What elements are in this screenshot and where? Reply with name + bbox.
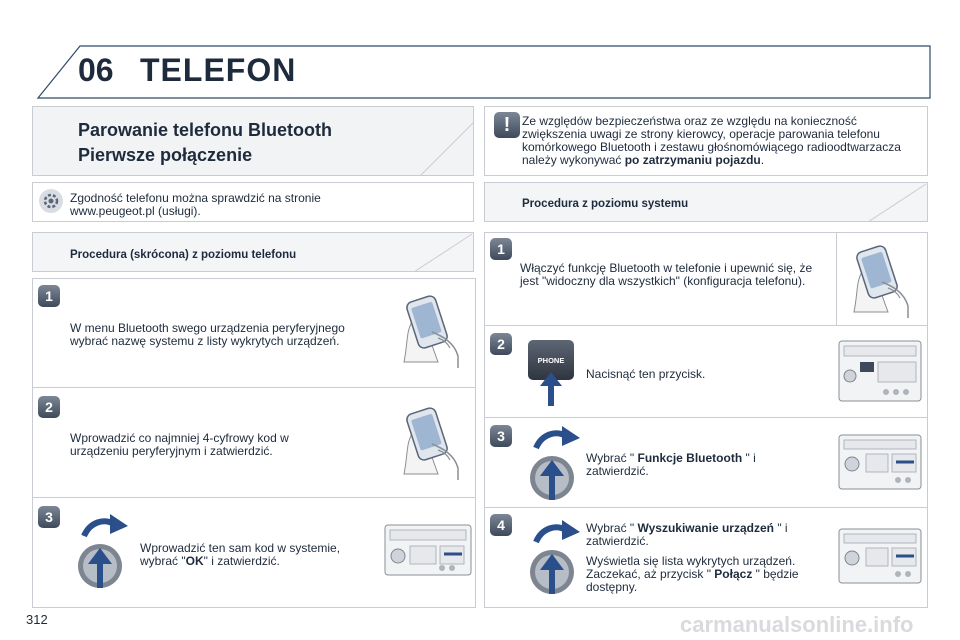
rotary-knob-icon	[530, 426, 580, 500]
right-step-3	[484, 418, 928, 508]
left-step-1-badge: 1	[38, 285, 60, 307]
left-step-3-text: Wprowadzić ten sam kod w systemie, wybra…	[140, 541, 341, 568]
page-number: 312	[26, 612, 48, 627]
right-step-2	[484, 326, 928, 418]
right-step-1	[484, 232, 928, 326]
right-step-4-text: Wybrać " Wyszukiwanie urządzeń " i zatwi…	[586, 521, 788, 548]
info-panel	[32, 182, 474, 222]
right-header-corner-line	[868, 183, 927, 222]
left-header-corner-line	[414, 233, 473, 272]
right-step-4-badge: 4	[490, 514, 512, 536]
phone-button-label: PHONE	[537, 356, 565, 365]
right-step-4-text2: Wyświetla się lista wykrytych urządzeń. …	[586, 554, 799, 594]
radio-panel-icon	[838, 340, 922, 402]
right-procedure-title: Procedura z poziomu systemu	[522, 198, 689, 210]
watermark: carmanualsonline.info	[680, 612, 914, 637]
left-step-1-text: W menu Bluetooth swego urządzenia peryfe…	[70, 321, 345, 348]
rotary-knob-icon	[78, 514, 128, 588]
up-arrow-icon	[540, 372, 562, 406]
hand-phone-icon	[853, 245, 909, 318]
chapter-number: 06	[78, 52, 114, 88]
left-step-2-text: Wprowadzić co najmniej 4-cyfrowy kod w u…	[70, 431, 289, 458]
right-step-1-text: Włączyć funkcję Bluetooth w telefonie i …	[520, 261, 813, 288]
pairing-title-panel	[32, 106, 474, 176]
right-step-2-text: Nacisnąć ten przycisk.	[586, 367, 706, 381]
title-corner-line	[420, 121, 475, 176]
exclamation-icon: !	[494, 112, 520, 138]
radio-panel-icon	[838, 434, 922, 490]
left-step-3-badge: 3	[38, 506, 60, 528]
right-step-3-badge: 3	[490, 425, 512, 447]
left-step-2	[32, 388, 476, 498]
right-step-2-badge: 2	[490, 333, 512, 355]
right-procedure-header	[484, 182, 928, 222]
left-step-2-badge: 2	[38, 396, 60, 418]
page-title: TELEFON	[140, 52, 297, 88]
pairing-title-line1: Parowanie telefonu Bluetooth	[78, 120, 333, 140]
right-step-3-text: Wybrać " Funkcje Bluetooth " i zatwierdz…	[586, 451, 756, 478]
warning-panel	[484, 106, 928, 176]
warning-text: Ze względów bezpieczeństwa oraz ze wzglę…	[522, 114, 901, 167]
hand-phone-icon	[403, 407, 459, 480]
right-image-divider	[836, 232, 837, 326]
info-text: Zgodność telefonu można sprawdzić na str…	[70, 191, 321, 218]
left-procedure-title: Procedura (skrócona) z poziomu telefonu	[70, 249, 297, 261]
radio-panel-icon	[384, 524, 472, 576]
gear-icon	[39, 189, 63, 213]
pairing-title-line2: Pierwsze połączenie	[78, 145, 253, 165]
left-procedure-header	[32, 232, 474, 272]
right-step-1-badge: 1	[490, 238, 512, 260]
hand-phone-icon	[403, 295, 459, 368]
left-step-1	[32, 278, 476, 388]
header-banner	[36, 45, 931, 99]
radio-panel-icon	[838, 528, 922, 584]
rotary-knob-icon	[530, 520, 580, 594]
